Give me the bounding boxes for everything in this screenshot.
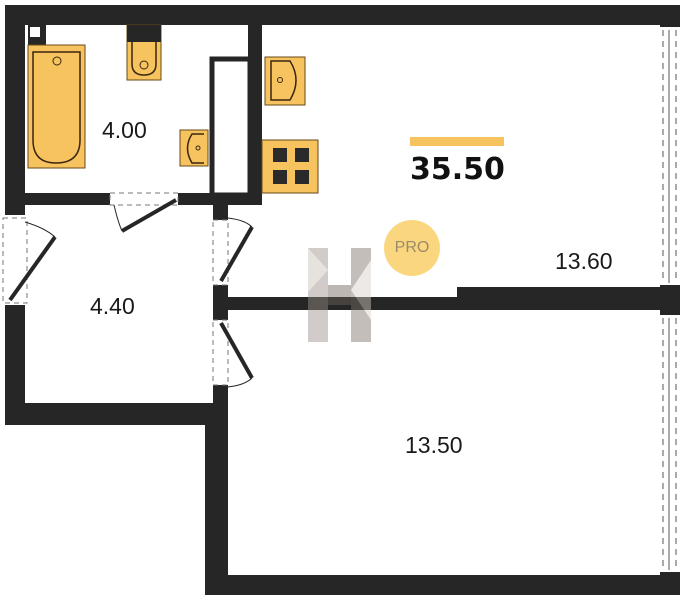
total-area: 35.50	[410, 152, 505, 187]
kitchen-sink-icon	[264, 56, 306, 106]
total-area-bar	[410, 137, 504, 146]
room-area-bathroom: 4.00	[102, 117, 147, 143]
bathtub-icon	[27, 44, 86, 169]
pro-badge: PRO	[384, 220, 440, 276]
toilet-icon	[126, 24, 162, 81]
bathroom-sink-icon	[179, 129, 209, 167]
room-area-hallway: 4.40	[90, 293, 135, 319]
closet	[209, 56, 253, 198]
windows	[662, 30, 677, 570]
stove-icon	[261, 139, 319, 194]
doors	[2, 192, 254, 388]
watermark-logo	[308, 248, 371, 342]
walls	[5, 5, 680, 595]
room-area-kitchen: 13.60	[555, 248, 613, 274]
room-area-room: 13.50	[405, 432, 463, 458]
